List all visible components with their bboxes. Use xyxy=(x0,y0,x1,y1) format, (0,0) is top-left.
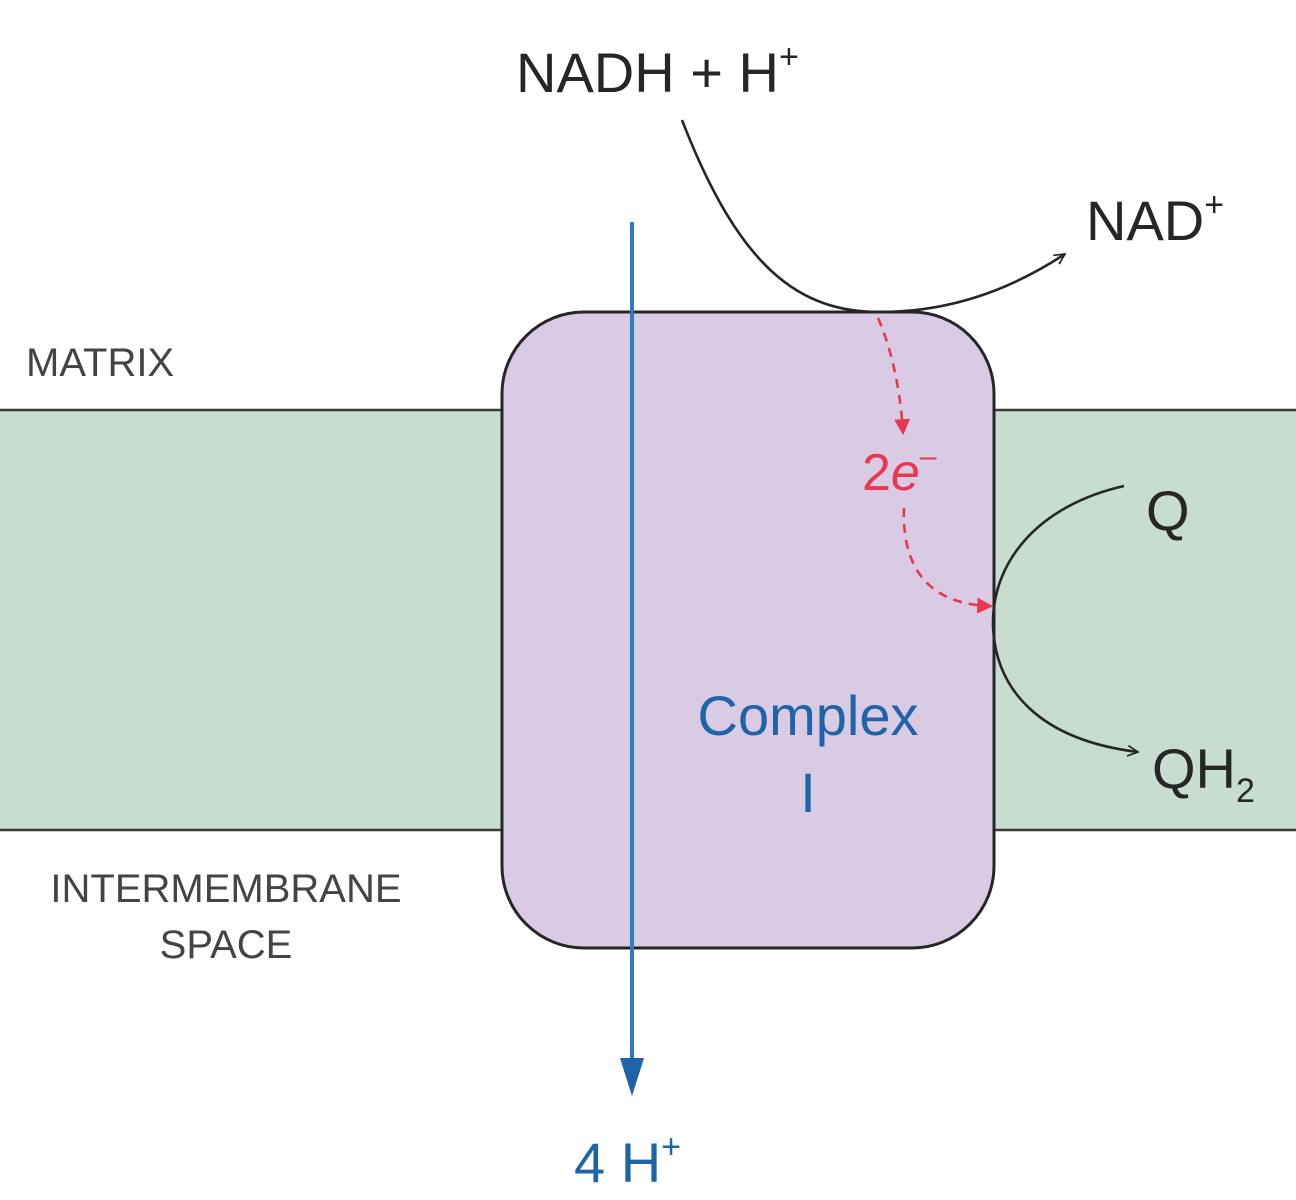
electrons-label: 2e– xyxy=(862,440,937,502)
complex-i-shape xyxy=(500,310,996,950)
electron-arrow-to-q xyxy=(902,507,994,614)
nadh-to-nad-arrow xyxy=(680,119,1065,314)
complex-name-line1: Complex xyxy=(698,684,919,747)
matrix-label: MATRIX xyxy=(26,341,174,385)
q-to-qh2-arrow xyxy=(991,484,1138,752)
intermembrane-label-line1: INTERMEMBRANE xyxy=(50,867,401,911)
protons-label: 4 H+ xyxy=(574,1128,681,1194)
electron-arrow-down xyxy=(876,317,911,436)
q-label: Q xyxy=(1146,479,1190,542)
nad-label: NAD+ xyxy=(1086,186,1224,252)
qh2-label: QH2 xyxy=(1152,737,1255,810)
nadh-label: NADH + H+ xyxy=(516,38,799,104)
intermembrane-label-line2: SPACE xyxy=(160,923,293,967)
complex-name-line2: I xyxy=(800,761,816,824)
proton-arrowhead xyxy=(620,1058,644,1096)
